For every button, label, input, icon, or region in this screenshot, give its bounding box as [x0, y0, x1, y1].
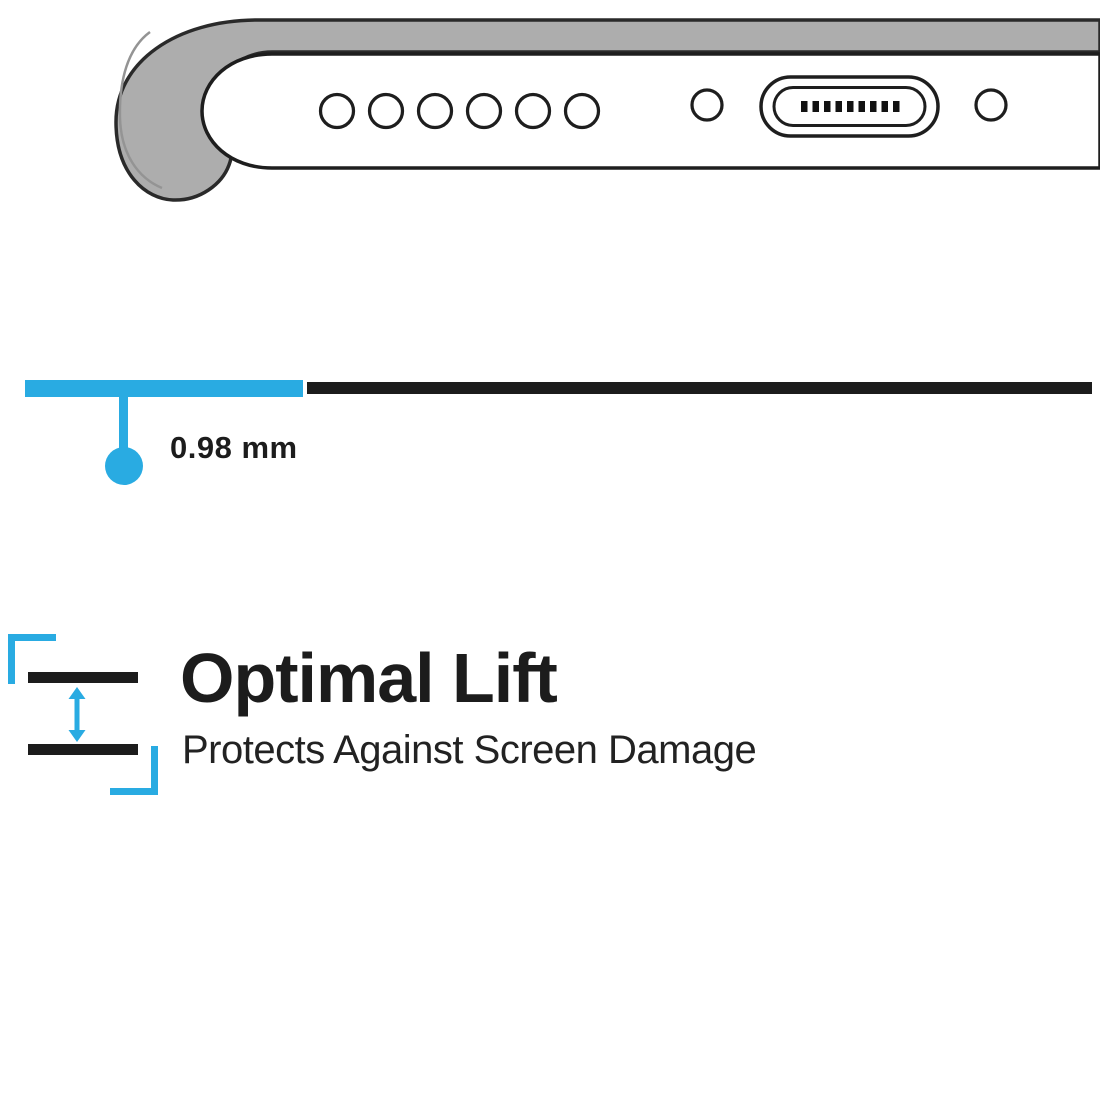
feature-subtitle: Protects Against Screen Damage	[182, 728, 757, 772]
speaker-holes	[318, 92, 601, 130]
speaker-hole	[465, 92, 503, 130]
lift-top-bar	[28, 672, 138, 683]
speaker-hole	[514, 92, 552, 130]
charging-port-pins	[801, 101, 900, 112]
double-arrow-icon	[68, 687, 86, 742]
speaker-hole	[318, 92, 356, 130]
surface-level-bar	[307, 382, 1092, 394]
speaker-hole	[563, 92, 601, 130]
charging-port-icon	[759, 75, 940, 138]
screw-hole-left	[690, 88, 724, 122]
screw-hole-right	[974, 88, 1008, 122]
phone-illustration	[114, 18, 1100, 202]
measurement-pointer-dot	[105, 447, 143, 485]
lift-gap-highlight-bar	[25, 380, 303, 397]
speaker-hole	[367, 92, 405, 130]
speaker-hole	[416, 92, 454, 130]
measurement-value: 0.98 mm	[170, 430, 298, 465]
feature-title: Optimal Lift	[180, 639, 558, 717]
bracket-bottom-right-icon	[110, 746, 158, 795]
bracket-top-left-icon	[8, 634, 56, 684]
case-inner-line	[118, 30, 163, 190]
lift-bottom-bar	[28, 744, 138, 755]
measurement-pointer-line	[119, 397, 128, 453]
